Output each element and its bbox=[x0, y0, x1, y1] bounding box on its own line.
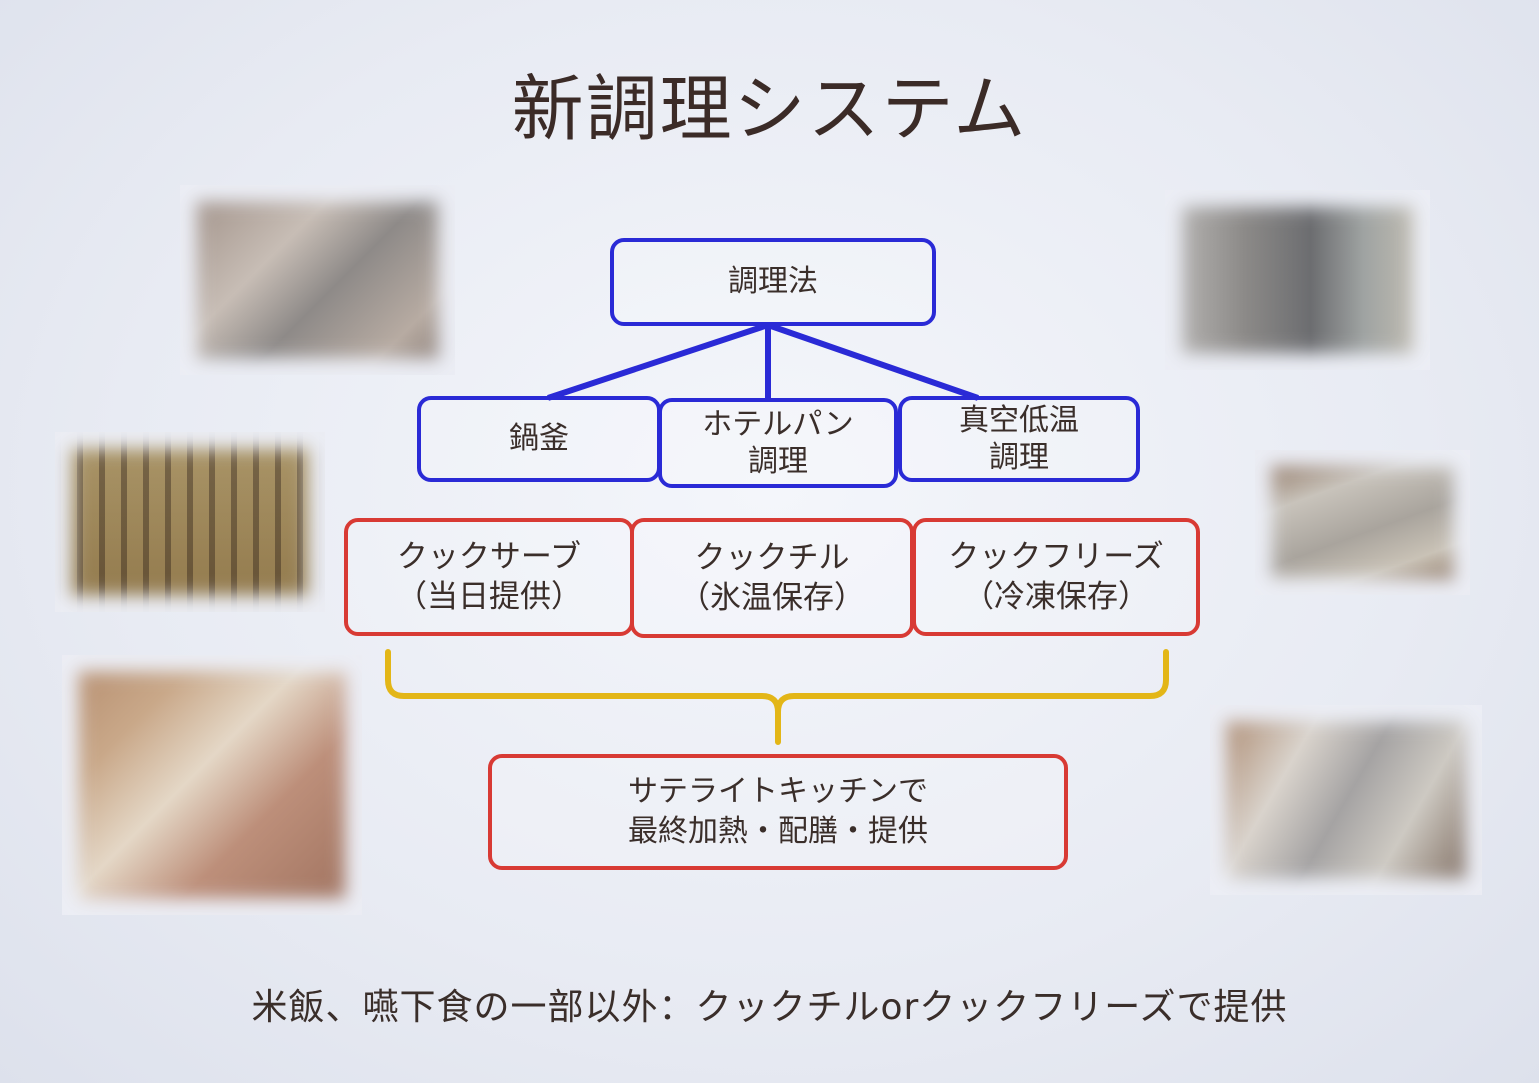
cart-racks-photo bbox=[55, 432, 325, 612]
serving-counter-photo bbox=[62, 655, 362, 915]
connector-root-vacuum bbox=[767, 322, 979, 401]
root-cooking-method-box: 調理法 bbox=[610, 238, 936, 326]
method-box-hotelpan: ホテルパン 調理 bbox=[658, 398, 898, 488]
method-box-nabekama: 鍋釜 bbox=[417, 396, 661, 482]
plating-staff-photo bbox=[1210, 705, 1482, 895]
method-box-vacuum: 真空低温 調理 bbox=[898, 396, 1140, 482]
footer-note: 米飯、嚥下食の一部以外：クックチルorクックフリーズで提供 bbox=[251, 987, 1288, 1028]
brace-connector bbox=[385, 649, 1169, 745]
cook-serve-box: クックサーブ （当日提供） bbox=[344, 518, 634, 636]
satellite-kitchen-box: サテライトキッチンで 最終加熱・配膳・提供 bbox=[488, 754, 1068, 870]
hotel-pan-photo bbox=[1255, 450, 1470, 595]
combi-oven-photo bbox=[1165, 190, 1430, 370]
connector-root-nabekama bbox=[547, 322, 769, 401]
cook-freeze-box: クックフリーズ （冷凍保存） bbox=[912, 518, 1200, 636]
cook-chill-box: クックチル （氷温保存） bbox=[630, 518, 914, 638]
slide-title: 新調理システム bbox=[511, 67, 1028, 151]
kettle-photo bbox=[180, 185, 455, 375]
